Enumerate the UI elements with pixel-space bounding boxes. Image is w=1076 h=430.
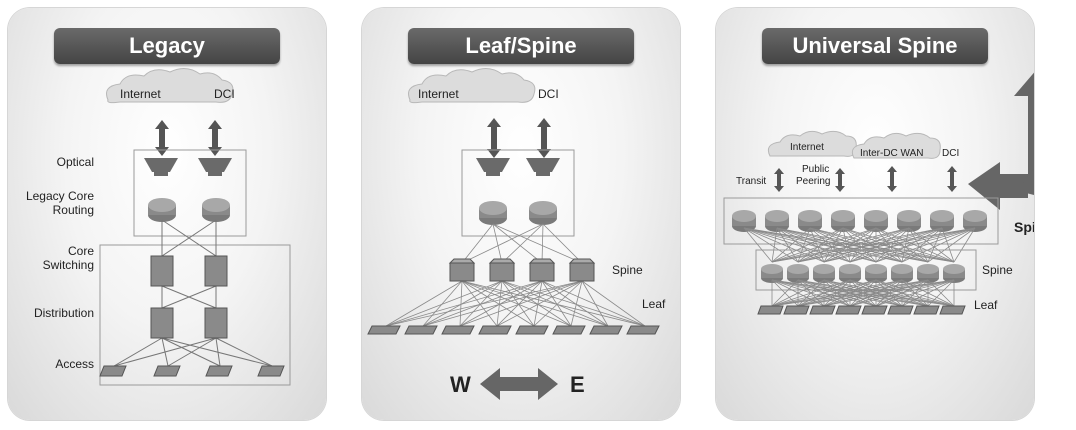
legacy-internet-label: Internet [120,87,161,101]
optical-label: Optical [57,155,94,169]
core-router-icon [479,201,557,225]
spine-router-icon [917,264,939,283]
uplink-arrows-icon [774,166,957,192]
legacy-title: Legacy [54,28,280,64]
leafspine-dci-label: DCI [538,87,559,101]
legacy-links [113,219,273,367]
core-box [133,149,247,237]
distribution-switch-icon [150,307,228,339]
distribution-label: Distribution [34,306,94,320]
super-spine-router-icon [798,210,822,232]
legacy-panel: Legacy Internet DCI [8,8,326,420]
public-peering-label-1: Public [802,164,829,175]
access-label: Access [55,357,94,371]
leaf-switch-icon [809,305,836,315]
universal-internet-label: Internet [790,142,824,153]
internet-cloud-icon [106,68,234,104]
leafspine-links [385,223,646,327]
leafspine-title: Leaf/Spine [408,28,634,64]
internet-cloud-icon [408,68,536,104]
spine-switch-group [448,258,596,282]
leaf-switch-icon [835,305,862,315]
universal-spine-label: Spine [982,263,1013,277]
core-switch-icon [150,255,228,287]
universal-title: Universal Spine [762,28,988,64]
universal-dci-label: DCI [942,148,959,159]
spine-switch-icon [528,258,556,282]
legacy-dci-label: DCI [214,87,235,101]
leafspine-leaf-label: Leaf [642,297,666,311]
leaf-switch-group [367,325,660,335]
leaf-switch-icon [478,325,512,335]
leaf-links [771,279,955,307]
leaf-switch-icon [552,325,586,335]
super-spine-router-icon [864,210,888,232]
leaf-switch-icon [367,325,401,335]
switching-box [99,244,291,386]
universal-panel: Universal Spine Internet Inter-DC WAN DC… [716,8,1034,420]
spine-switch-icon [448,258,476,282]
west-label: W [450,372,471,397]
spine-router-icon [865,264,887,283]
spine-switch-icon [488,258,516,282]
spine-router-icon [891,264,913,283]
wan-cloud-icon [851,132,941,159]
leaf-switch-group [757,305,966,315]
core-routing-label-2: Routing [53,203,94,217]
optical-device-icon [144,158,232,176]
leaf-switch-icon [939,305,966,315]
core-switching-label-1: Core [68,244,94,258]
core-routing-label-1: Legacy Core [26,189,94,203]
transit-label: Transit [736,176,766,187]
core-router-icon [148,198,230,222]
spine-router-icon [813,264,835,283]
spine-router-group [761,264,965,283]
east-west-arrow-icon [480,368,558,400]
leaf-switch-icon [861,305,888,315]
leafspine-spine-label: Spine [612,263,643,277]
leaf-switch-icon [589,325,623,335]
leaf-switch-icon [626,325,660,335]
universal-links [743,227,976,263]
core-switching-label-2: Switching [43,258,94,272]
leaf-switch-icon [757,305,784,315]
spine-router-icon [787,264,809,283]
super-spine-router-icon [732,210,756,232]
uplink-arrows-icon [155,120,222,156]
leafspine-internet-label: Internet [418,87,459,101]
legacy-diagram: Internet DCI [26,68,291,386]
super-spine-router-icon [765,210,789,232]
universal-leaf-label: Leaf [974,298,998,312]
optical-device-icon [476,158,560,176]
spine-direction-arrows-icon [968,72,1034,210]
spine-router-icon [839,264,861,283]
leaf-switch-icon [783,305,810,315]
leaf-switch-icon [404,325,438,335]
leaf-switch-icon [441,325,475,335]
super-spine-router-icon [831,210,855,232]
spine-router-icon [761,264,783,283]
access-switch-icon [99,365,285,377]
leaf-switch-icon [913,305,940,315]
inter-dc-wan-label: Inter-DC WAN [860,148,924,159]
universal-diagram: Internet Inter-DC WAN DCI Transit Public… [723,72,1034,315]
leaf-switch-icon [515,325,549,335]
super-spine-router-icon [897,210,921,232]
uplink-arrows-icon [487,118,551,158]
leafspine-panel: Leaf/Spine Internet DCI Spine Leaf W E [362,8,680,420]
leaf-switch-icon [887,305,914,315]
leafspine-diagram: Internet DCI Spine Leaf W E [367,68,666,400]
public-peering-label-2: Peering [796,176,830,187]
super-spine-router-group [732,210,987,232]
spine-switch-icon [568,258,596,282]
east-label: E [570,372,585,397]
spine-big-label: Spine [1014,219,1034,235]
core-box [461,149,575,237]
